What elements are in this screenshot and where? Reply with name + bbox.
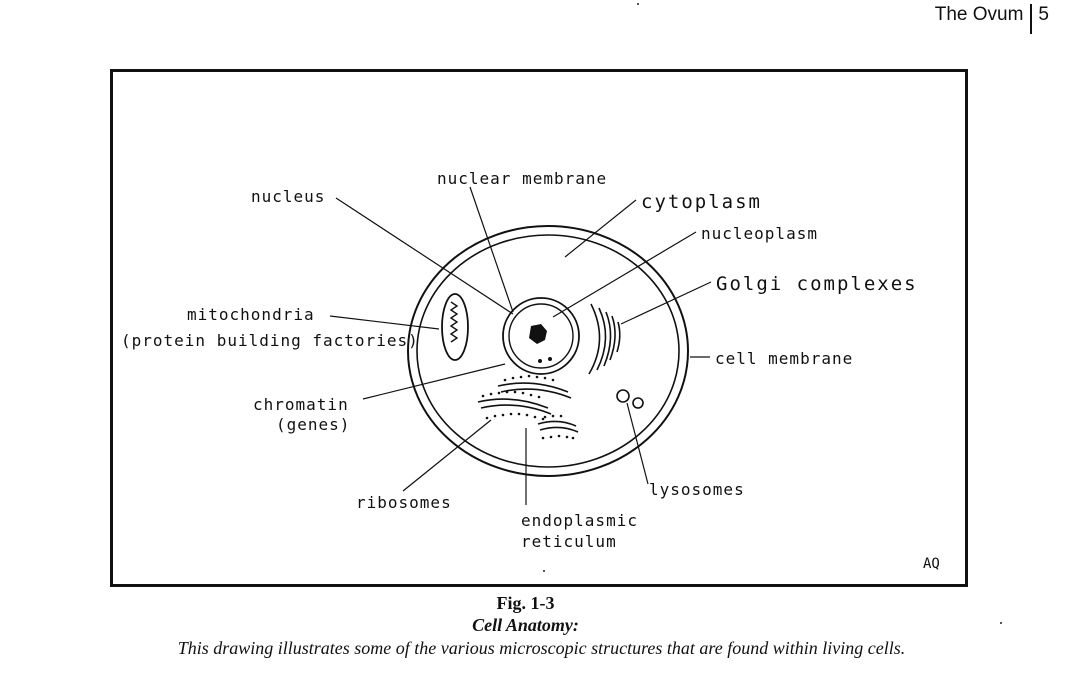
page-number: 5: [1038, 4, 1049, 25]
figure-title: Cell Anatomy:: [472, 615, 579, 635]
nucleus-membrane-outer: [502, 297, 580, 375]
label-endoplasmic: endoplasmic: [521, 511, 638, 530]
chromatin-dot: [548, 357, 552, 361]
running-head-divider: [1030, 4, 1033, 34]
label-nucleus: nucleus: [251, 187, 325, 206]
scan-speck: [543, 570, 545, 572]
nucleolus: [529, 324, 547, 344]
label-reticulum: reticulum: [521, 532, 617, 551]
figure-number: Fig. 1-3: [496, 593, 555, 613]
scan-speck: [1000, 622, 1002, 624]
cell-diagram: nucleus nuclear membrane cytoplasm nucle…: [121, 169, 940, 572]
lysosome: [616, 389, 630, 403]
artist-signature: AQ: [923, 556, 940, 572]
mitochondrion-cristae: [449, 301, 459, 343]
label-ribosomes: ribosomes: [356, 493, 452, 512]
label-nuclear-membrane: nuclear membrane: [437, 169, 607, 188]
label-chromatin-note: (genes): [276, 415, 350, 434]
label-lysosomes: lysosomes: [649, 480, 745, 499]
ribosomes: [481, 374, 575, 440]
label-mitochondria-note: (protein building factories): [121, 331, 419, 350]
golgi-complex: [588, 303, 621, 375]
endoplasmic-reticulum: [477, 382, 579, 433]
figure-description: This drawing illustrates some of the var…: [177, 638, 906, 658]
figure-frame: nucleus nuclear membrane cytoplasm nucle…: [110, 69, 968, 587]
label-nucleoplasm: nucleoplasm: [701, 224, 818, 243]
label-golgi: Golgi complexes: [716, 273, 918, 295]
cell-membrane-outer: [407, 225, 689, 477]
label-cytoplasm: cytoplasm: [641, 191, 762, 213]
label-mitochondria: mitochondria: [187, 305, 315, 324]
label-chromatin: chromatin: [253, 395, 349, 414]
figure-caption: Fig. 1-3 Cell Anatomy: This drawing illu…: [0, 592, 1071, 660]
chromatin-dot: [538, 359, 542, 363]
cell-membrane-inner: [416, 234, 680, 468]
running-head: The Ovum 5: [935, 4, 1049, 34]
running-head-title: The Ovum: [934, 4, 1024, 25]
mitochondrion: [441, 293, 469, 361]
scan-speck: [637, 3, 639, 5]
nucleus-membrane-inner: [508, 303, 574, 369]
label-cell-membrane: cell membrane: [715, 349, 853, 368]
leader-lines: [329, 186, 712, 505]
lysosome: [632, 397, 644, 409]
